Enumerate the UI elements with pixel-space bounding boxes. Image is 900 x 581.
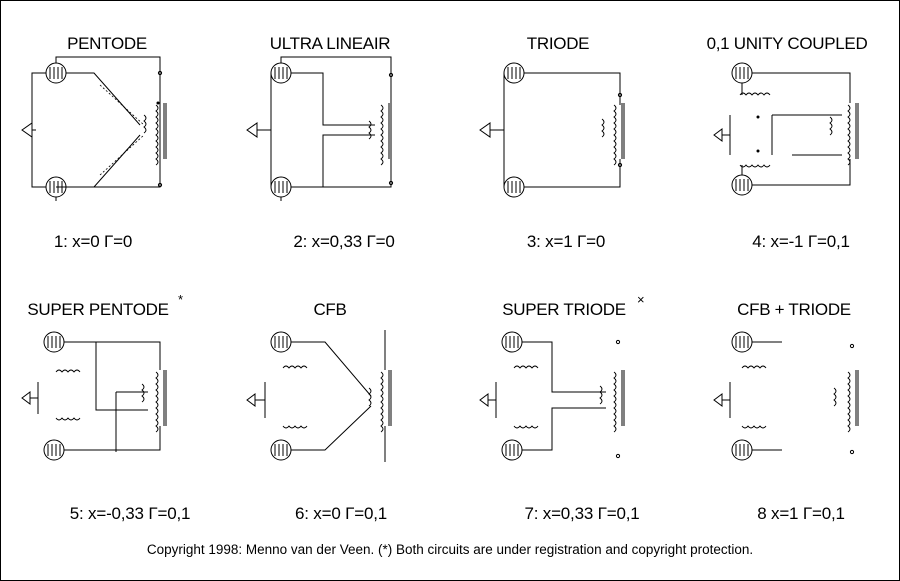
panel-6-title: CFB: [313, 300, 347, 319]
panel-7-title: SUPER TRIODE: [502, 300, 626, 319]
panel-5-asterisk: *: [178, 292, 184, 307]
panel-2-schematic: [246, 56, 394, 201]
panel-5-schematic: [21, 331, 167, 461]
panel-3-formula: 3: x=1 Γ=0: [526, 232, 606, 251]
panel-7-schematic: [479, 331, 625, 461]
panel-6-formula: 6: x=0 Γ=0,1: [294, 504, 388, 523]
panel-1-schematic: [21, 56, 167, 201]
panel-7-formula: 7: x=0,33 Γ=0,1: [524, 504, 640, 523]
panel-8-title: CFB + TRIODE: [737, 300, 851, 319]
panel-4-schematic: [713, 62, 859, 196]
panel-5-title: SUPER PENTODE: [27, 300, 169, 319]
copyright-footer: Copyright 1998: Menno van der Veen. (*) …: [146, 542, 754, 557]
panel-3-title: TRIODE: [526, 34, 590, 53]
panel-2-formula: 2: x=0,33 Γ=0: [293, 232, 395, 251]
panel-3-schematic: [479, 62, 625, 198]
panel-8-schematic: [713, 331, 859, 461]
panel-1-formula: 1: x=0 Γ=0: [53, 232, 133, 251]
transformer: [143, 101, 167, 166]
panel-6-schematic: [246, 330, 392, 462]
panel-4-formula: 4: x=-1 Γ=0,1: [752, 232, 850, 251]
panel-1-title: PENTODE: [67, 34, 147, 53]
panel-7-asterisk: ×: [637, 292, 645, 307]
panel-5-formula: 5: x=-0,33 Γ=0,1: [69, 504, 191, 523]
panel-8-formula: 8 x=1 Γ=0,1: [757, 504, 845, 523]
panel-2-title: ULTRA LINEAIR: [269, 34, 391, 53]
panel-4-title: 0,1 UNITY COUPLED: [706, 34, 868, 53]
tube-top: [45, 62, 67, 84]
